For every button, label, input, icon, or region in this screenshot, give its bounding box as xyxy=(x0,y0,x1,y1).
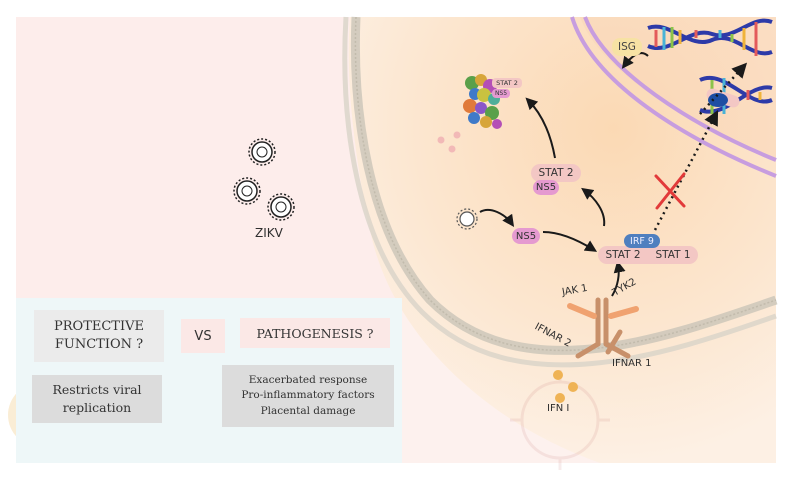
restricts-replication-box: Restricts viral replication xyxy=(32,375,162,423)
effect-item: Exacerbated response xyxy=(248,374,368,387)
intracellular-zikv-virion xyxy=(456,208,478,230)
pathogenesis-effects-box: Exacerbated response Pro-inflammatory fa… xyxy=(222,365,394,427)
protective-function-box: PROTECTIVE FUNCTION ? xyxy=(34,310,164,362)
dna-bound-irf9 xyxy=(708,93,728,107)
tyk2-kinase xyxy=(608,306,639,319)
degradation-arrow xyxy=(525,97,556,159)
zikv-virion xyxy=(267,193,295,221)
ns5-label: NS5 xyxy=(515,230,537,242)
proteasome xyxy=(463,74,502,129)
blocked-translocation-mark xyxy=(654,172,686,210)
nuclear-membrane xyxy=(583,16,777,162)
zikv-virion xyxy=(248,138,276,166)
pathogenesis-box: PATHOGENESIS ? xyxy=(240,318,390,348)
stat2-ns5-ns5: NS5 xyxy=(533,180,559,195)
isg-label: ISG xyxy=(618,41,636,53)
jak1-kinase xyxy=(567,303,597,319)
proteasome-ns5-tag: NS5 xyxy=(492,89,510,98)
proteasome-stat2-label: STAT 2 xyxy=(496,79,518,87)
isgf3-complex: STAT 2 STAT 1 xyxy=(598,246,698,264)
ifnar-receptor xyxy=(575,297,631,359)
stat2-ns5-stat2: STAT 2 xyxy=(531,164,581,182)
activation-arrow xyxy=(611,260,626,297)
stat2-ns5-stat2-label: STAT 2 xyxy=(538,167,574,179)
zikv-virion xyxy=(233,177,261,205)
ifn-ligand xyxy=(553,370,563,380)
vs-label: VS xyxy=(181,319,225,353)
effect-item: Placental damage xyxy=(260,404,356,417)
stat2-binding-arrow xyxy=(581,187,606,227)
ns5-translation-arrow xyxy=(479,208,515,227)
ns5-targeting-arrow xyxy=(542,231,598,252)
nuclear-translocation-arrow xyxy=(653,110,719,231)
ns5-protein: NS5 xyxy=(512,228,540,244)
proteasome-ns5-label: NS5 xyxy=(494,90,508,97)
ifn-ligand xyxy=(568,382,578,392)
stat2-label: STAT 2 xyxy=(605,249,641,261)
irf9-protein: IRF 9 xyxy=(624,234,660,248)
plasma-membrane xyxy=(350,16,778,355)
zikv-label: ZIKV xyxy=(255,226,283,240)
degraded-fragment xyxy=(453,131,461,139)
irf9-label: IRF 9 xyxy=(630,235,654,247)
ifnar1-label: IFNAR 1 xyxy=(612,358,652,369)
isg-badge: ISG xyxy=(612,38,642,56)
stat1-label: STAT 1 xyxy=(655,249,691,261)
ifn-ligand xyxy=(555,393,565,403)
stat2-ns5-ns5-label: NS5 xyxy=(535,182,557,193)
degraded-fragment xyxy=(448,145,456,153)
transcription-arrow xyxy=(699,62,748,115)
ifn1-label: IFN I xyxy=(547,403,570,414)
proteasome-stat2-tag: STAT 2 xyxy=(492,78,522,88)
effect-item: Pro-inflammatory factors xyxy=(241,389,375,402)
degraded-fragment xyxy=(437,136,445,144)
